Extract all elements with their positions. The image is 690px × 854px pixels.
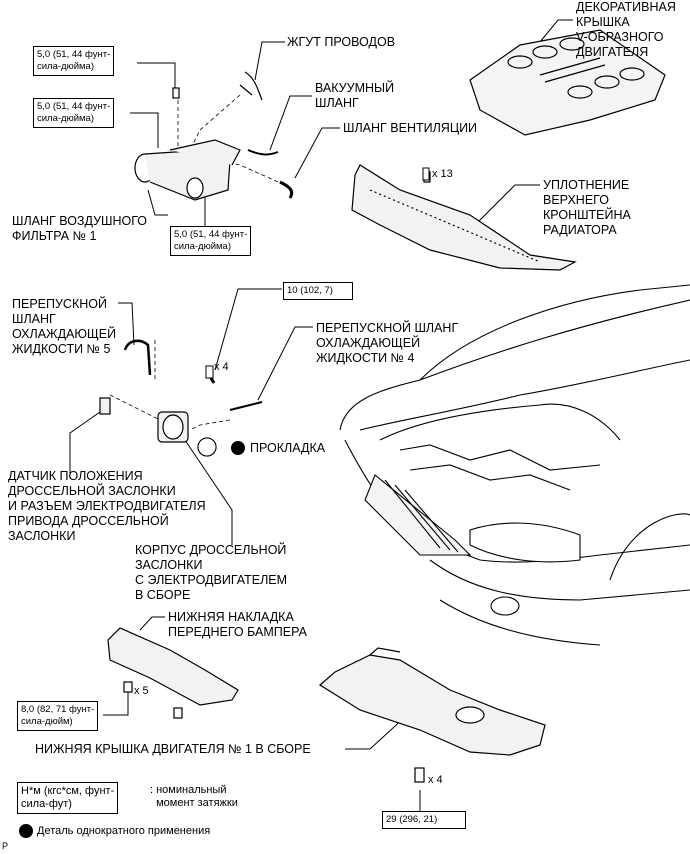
radiator-seal-illustration (351, 164, 577, 271)
label-vacuum-hose: ВАКУУМНЫЙ ШЛАНГ (315, 81, 395, 110)
label-bypass-hose-4: ПЕРЕПУСКНОЙ ШЛАНГ ОХЛАЖДАЮЩЕЙ ЖИДКОСТИ №… (316, 321, 459, 365)
label-ventilation-hose: ШЛАНГ ВЕНТИЛЯЦИИ (343, 121, 478, 135)
qty-4-under-cover: x 4 (428, 774, 443, 786)
engine-under-cover-illustration (318, 647, 546, 783)
gasket-symbol (197, 437, 245, 457)
torque-box-2: 5,0 (51, 44 фунт- сила-дюйма) (33, 98, 115, 128)
bumper-cover-illustration (107, 627, 239, 719)
leader-lines (69, 19, 573, 812)
torque-box-6: 29 (296, 21) (382, 811, 466, 829)
label-bumper-cover: НИЖНЯЯ НАКЛАДКА ПЕРЕДНЕГО БАМПЕРА (168, 610, 307, 639)
qty-5: x 5 (134, 685, 149, 697)
vehicle-front-illustration (339, 284, 690, 646)
label-v-bank-cover: ДЕКОРАТИВНАЯ КРЫШКА V-ОБРАЗНОГО ДВИГАТЕЛ… (576, 0, 676, 59)
label-engine-under-cover: НИЖНЯЯ КРЫШКА ДВИГАТЕЛЯ № 1 В СБОРЕ (35, 742, 311, 756)
fastener-marks (205, 167, 430, 379)
legend-marks (19, 824, 33, 838)
label-gasket: ПРОКЛАДКА (250, 441, 326, 455)
v-bank-cover-illustration (469, 29, 666, 136)
label-radiator-seal: УПЛОТНЕНИЕ ВЕРХНЕГО КРОНШТЕЙНА РАДИАТОРА (543, 178, 631, 237)
label-air-hose: ШЛАНГ ВОЗДУШНОГО ФИЛЬТРА № 1 (12, 214, 148, 243)
qty-4-throttle: x 4 (214, 361, 229, 373)
label-throttle-sensor: ДАТЧИК ПОЛОЖЕНИЯ ДРОССЕЛЬНОЙ ЗАСЛОНКИ И … (8, 469, 206, 543)
torque-box-5: 8,0 (82, 71 фунт- сила-дюйм) (17, 701, 99, 731)
legend-non-reusable: Деталь однократного применения (37, 825, 211, 837)
torque-box-3: 5,0 (51, 44 фунт- сила-дюйма) (170, 226, 252, 256)
legend-unit-desc: : номинальный момент затяжки (150, 784, 238, 809)
qty-13: x 13 (432, 168, 453, 180)
label-wiring-harness: ЖГУТ ПРОВОДОВ (287, 35, 396, 49)
air-filter-hose-illustration (134, 71, 294, 201)
torque-box-4: 10 (102, 7) (283, 282, 353, 300)
label-bypass-hose-5: ПЕРЕПУСКНОЙ ШЛАНГ ОХЛАЖДАЮЩЕЙ ЖИДКОСТИ №… (12, 297, 117, 356)
corner-mark: P (2, 841, 9, 851)
throttle-body-illustration (99, 339, 263, 457)
legend-unit-box: Н*м (кгс*см, фунт- сила-фут) (17, 782, 119, 814)
label-throttle-body: КОРПУС ДРОССЕЛЬНОЙ ЗАСЛОНКИ С ЭЛЕКТРОДВИ… (135, 543, 288, 602)
torque-box-1: 5,0 (51, 44 фунт- сила-дюйма) (33, 46, 115, 76)
